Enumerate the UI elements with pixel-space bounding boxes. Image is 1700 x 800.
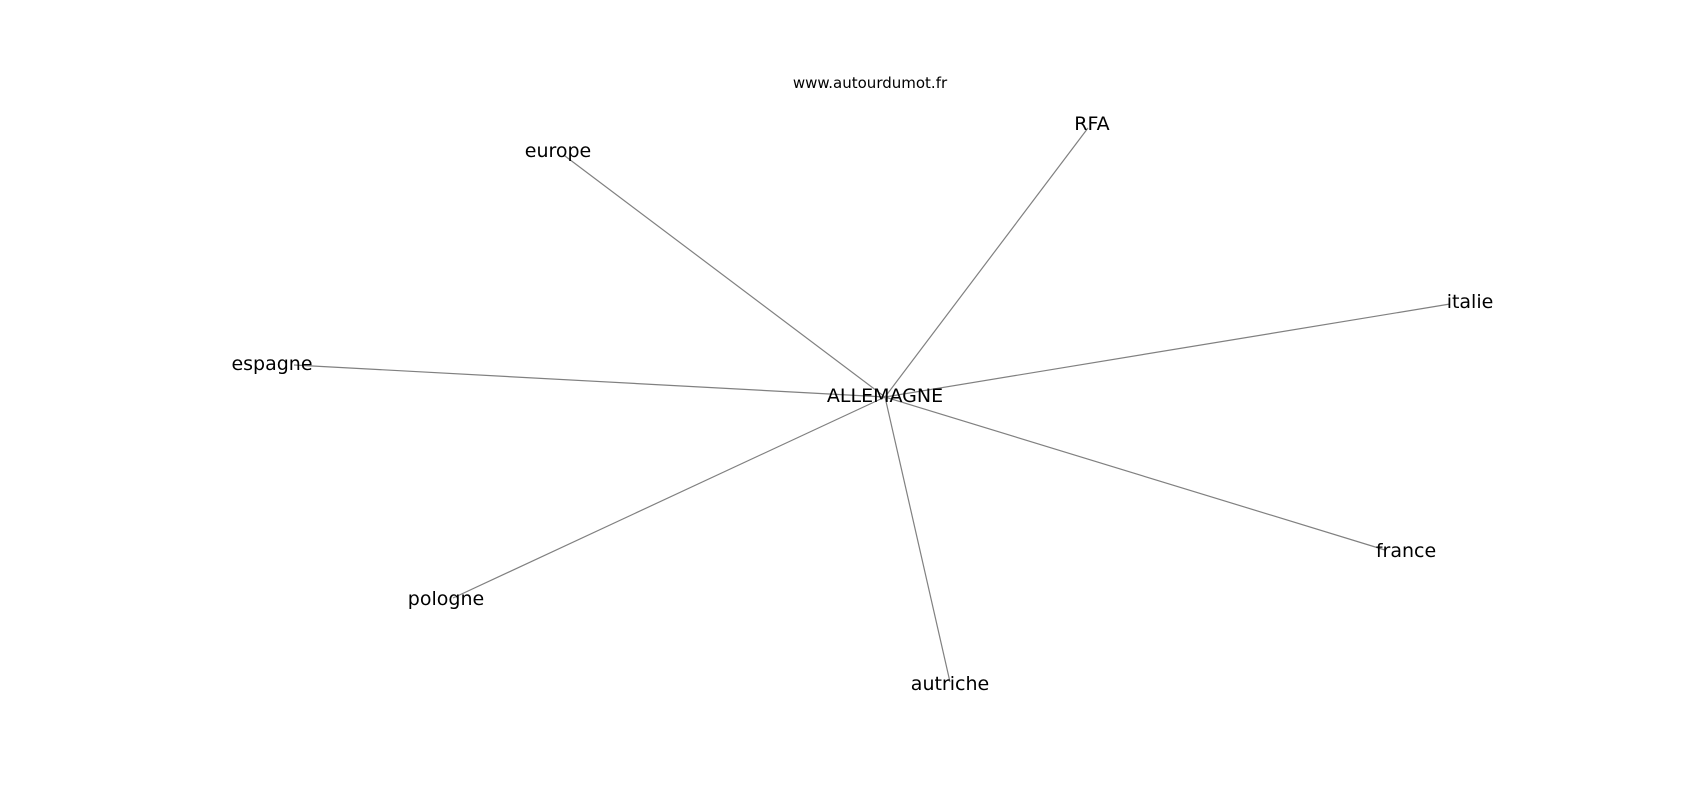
edge-italie: [884, 303, 1451, 398]
edge-france: [884, 396, 1386, 551]
watermark: www.autourdumot.fr: [793, 74, 948, 92]
node-france[interactable]: france: [1376, 540, 1436, 562]
node-italie[interactable]: italie: [1447, 291, 1494, 313]
labels-layer: www.autourdumot.fr ALLEMAGNE europe RFA …: [231, 74, 1493, 695]
edge-rfa: [884, 127, 1089, 398]
node-pologne[interactable]: pologne: [408, 588, 484, 610]
node-center[interactable]: ALLEMAGNE: [827, 385, 943, 407]
edge-autriche: [884, 396, 951, 683]
edge-espagne: [293, 364, 886, 398]
edges-layer: [293, 127, 1451, 683]
node-autriche[interactable]: autriche: [911, 673, 989, 695]
edge-pologne: [452, 396, 886, 599]
node-europe[interactable]: europe: [525, 140, 592, 162]
edge-europe: [564, 155, 886, 398]
node-espagne[interactable]: espagne: [231, 353, 312, 375]
node-rfa[interactable]: RFA: [1074, 113, 1109, 135]
